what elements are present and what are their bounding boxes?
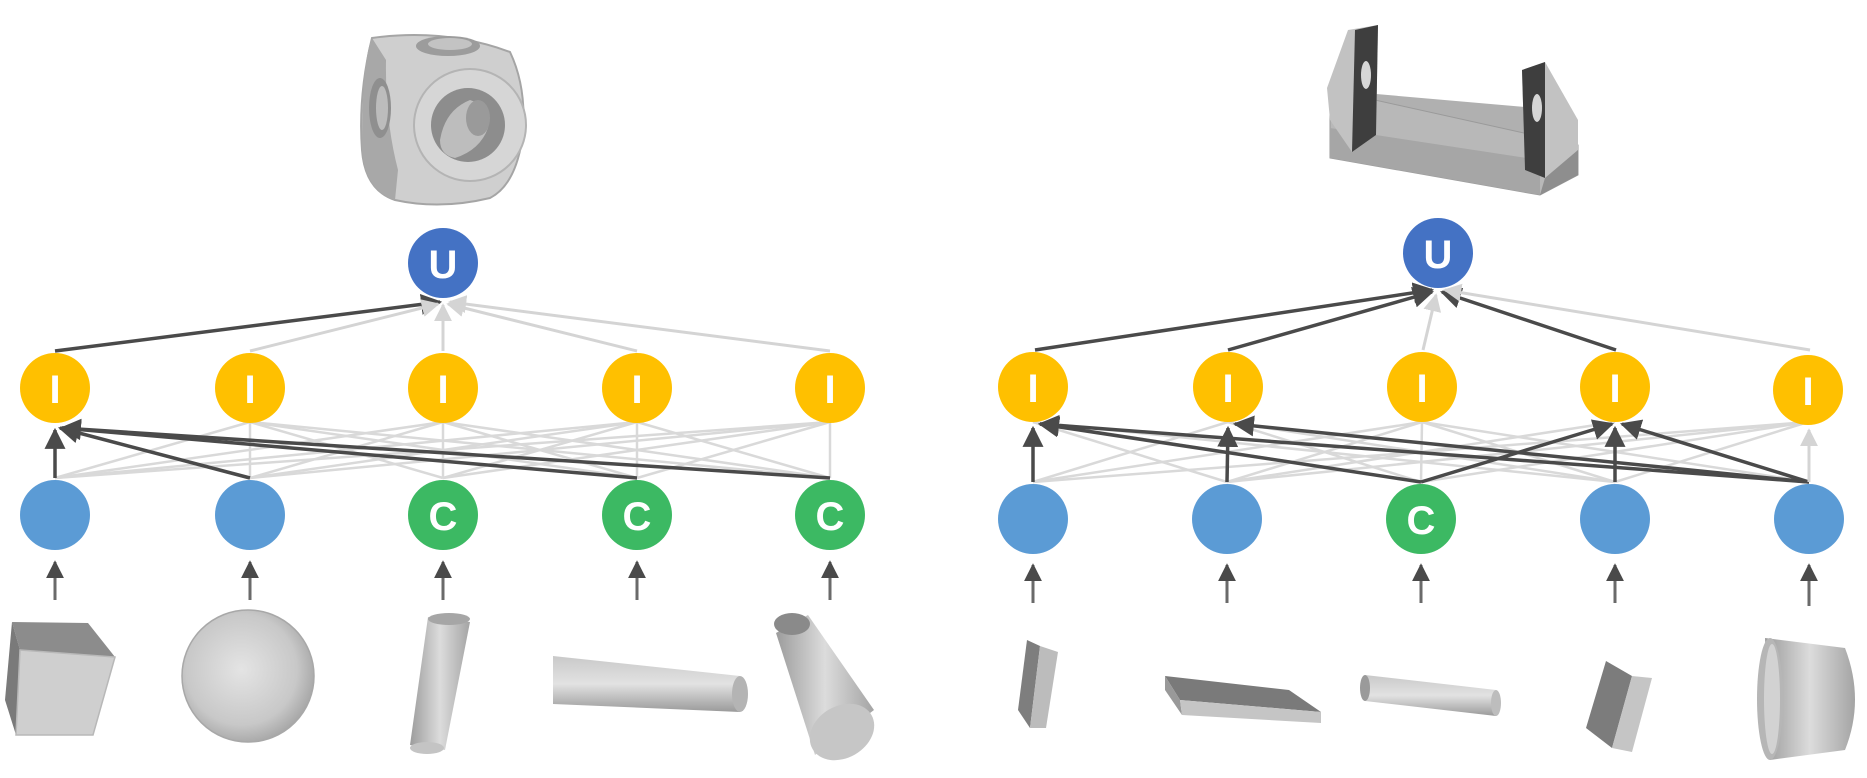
truncated-cone-shape (1757, 638, 1855, 760)
edge-active (1440, 288, 1617, 352)
box-shape (5, 622, 116, 736)
edge-active (1217, 425, 1239, 483)
edge-active (54, 293, 443, 353)
flat-slab-shape (1165, 676, 1321, 723)
union-label: U (1424, 233, 1453, 277)
edges-leaves-to-intersections-active (44, 418, 831, 480)
thin-cylinder-shape (410, 613, 470, 754)
edge-inactive (446, 299, 638, 353)
tilted-plate-shape (1586, 661, 1652, 752)
edge-inactive (249, 420, 444, 480)
primitive-shapes (5, 609, 875, 761)
union-node: U (408, 228, 478, 298)
edge-inactive (442, 420, 831, 480)
intersection-node: I (215, 353, 285, 423)
edge-active (59, 419, 638, 480)
edge-active (57, 422, 251, 480)
edges-intersection-to-union (1034, 282, 1811, 352)
complement-label: C (623, 495, 652, 539)
edge-active (59, 418, 831, 480)
sphere-shape (181, 609, 315, 743)
intersection-node: I (795, 353, 865, 423)
diagram-left: U I I I I I C C C (5, 34, 875, 761)
small-cylinder-shape (1360, 675, 1501, 716)
thick-cylinder-shape (774, 613, 875, 761)
intersection-nodes: I I I I I (998, 352, 1843, 425)
intersection-node: I (20, 353, 90, 423)
primitive-node (1192, 484, 1262, 554)
edge-active (1619, 419, 1810, 484)
intersection-label: I (437, 368, 448, 412)
intersection-node: I (1773, 355, 1843, 425)
edges-intersection-to-union (54, 293, 831, 353)
complement-label: C (816, 495, 845, 539)
edge-active (1037, 414, 1810, 484)
complement-label: C (429, 495, 458, 539)
intersection-node: I (602, 353, 672, 423)
intersection-label: I (824, 368, 835, 412)
edge-inactive (1032, 420, 1228, 484)
top-shape-cube-with-holes (360, 34, 527, 206)
complement-node: C (1386, 484, 1456, 554)
long-cylinder-shape (553, 656, 748, 712)
intersection-label: I (1027, 367, 1038, 411)
intersection-label: I (244, 368, 255, 412)
complement-label: C (1407, 499, 1436, 543)
edge-active (1232, 415, 1810, 484)
edge-inactive (249, 420, 638, 480)
intersection-label: I (1222, 367, 1233, 411)
edge-active (1037, 416, 1422, 484)
intersection-node: I (1387, 352, 1457, 422)
edge-inactive (1443, 283, 1811, 352)
primitive-node (1774, 484, 1844, 554)
edges-leaves-to-intersections-active (1022, 414, 1810, 484)
edges-shapes-to-leaves (1024, 563, 1818, 606)
edge-inactive (636, 420, 831, 480)
primitive-node (20, 480, 90, 550)
intersection-node: I (998, 352, 1068, 422)
thin-plate-shape (1018, 640, 1058, 728)
intersection-label: I (1609, 367, 1620, 411)
intersection-label: I (1802, 370, 1813, 414)
primitive-node (1580, 484, 1650, 554)
primitive-node (215, 480, 285, 550)
edge-inactive (1421, 293, 1442, 351)
primitive-shapes (1018, 638, 1855, 760)
edges-leaves-to-intersections-inactive (54, 420, 832, 480)
edge-inactive (249, 299, 440, 353)
edge-inactive (448, 295, 831, 353)
leaf-nodes: C C C (20, 480, 865, 550)
diagram-right: U I I I I I C (998, 25, 1855, 760)
top-shape-bracket (1327, 25, 1579, 196)
edge-inactive (249, 420, 831, 480)
primitive-node (998, 484, 1068, 554)
edge-inactive (54, 420, 251, 480)
edges-shapes-to-leaves (46, 560, 839, 600)
complement-node: C (602, 480, 672, 550)
intersection-node: I (408, 353, 478, 423)
union-node: U (1403, 218, 1473, 288)
edge-active (1227, 287, 1435, 352)
intersection-label: I (631, 368, 642, 412)
complement-node: C (408, 480, 478, 550)
complement-node: C (795, 480, 865, 550)
edge-active (1034, 282, 1435, 352)
leaf-nodes: C (998, 484, 1844, 554)
intersection-label: I (49, 368, 60, 412)
intersection-node: I (1580, 352, 1650, 422)
intersection-label: I (1416, 367, 1427, 411)
intersection-nodes: I I I I I (20, 353, 865, 423)
intersection-node: I (1193, 352, 1263, 422)
union-label: U (429, 243, 458, 287)
